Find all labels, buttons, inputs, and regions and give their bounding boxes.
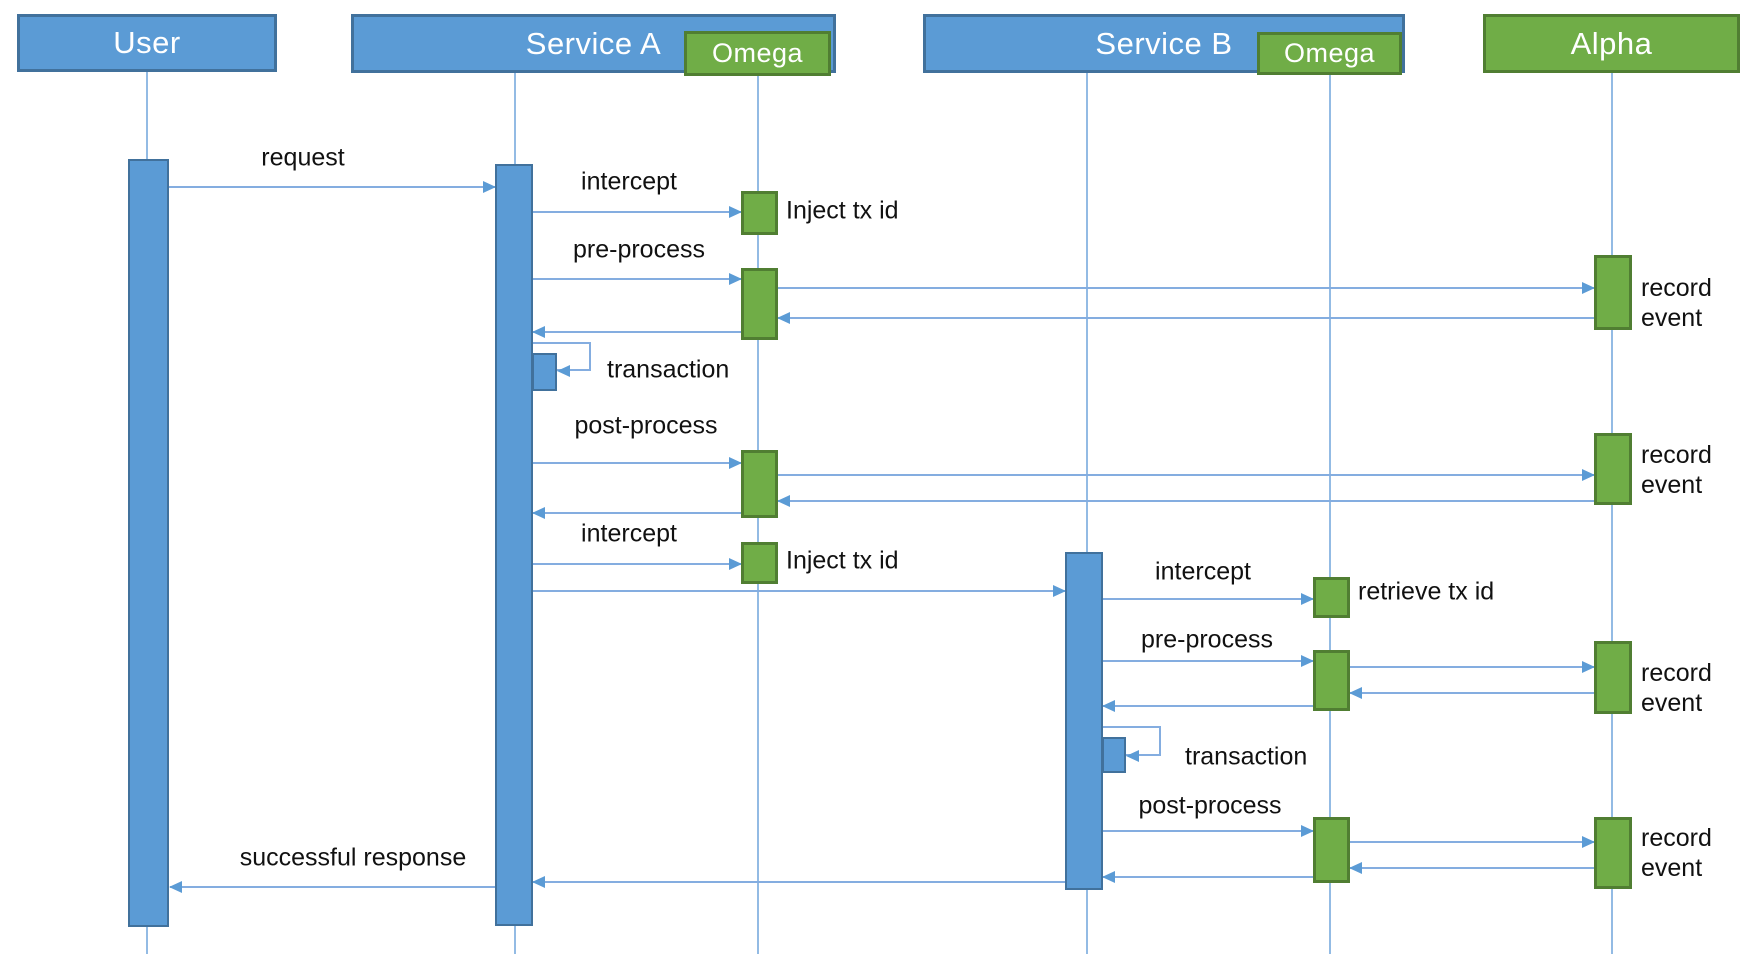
label-intercept-b: intercept	[1155, 557, 1251, 586]
label-inject-tx-id-2: Inject tx id	[786, 546, 899, 575]
activation-omega-b-pre	[1313, 650, 1350, 711]
actor-label-service-a: Service A	[525, 25, 662, 61]
arrow-request	[169, 181, 496, 193]
label-record-event-3: record event	[1641, 659, 1712, 717]
arrow-pre-process-a	[533, 273, 742, 285]
arrow-record-event-3	[1350, 661, 1595, 673]
label-record-event-4: record event	[1641, 824, 1712, 882]
label-record-event-2: record event	[1641, 441, 1712, 499]
label-transaction-b: transaction	[1185, 742, 1308, 771]
actor-label-alpha: Alpha	[1570, 25, 1653, 61]
arrow-record-return-4	[1349, 862, 1594, 874]
label-inject-tx-id-1: Inject tx id	[786, 196, 899, 225]
actor-label-omega-a: Omega	[711, 38, 804, 68]
arrow-record-event-4	[1350, 836, 1595, 848]
arrow-service-b-return	[532, 876, 1065, 888]
actor-box-user: User	[17, 14, 277, 72]
self-loop-a-arrowhead	[557, 365, 570, 377]
activation-alpha-1	[1594, 255, 1632, 330]
label-pre-process-a: pre-process	[573, 235, 705, 264]
lifeline-omega-b	[1329, 75, 1331, 954]
label-successful-response: successful response	[239, 843, 467, 872]
activation-service-a	[495, 164, 533, 926]
label-transaction-a: transaction	[607, 355, 730, 384]
activation-omega-a-intercept-2	[741, 542, 778, 584]
arrow-post-process-a	[533, 457, 742, 469]
activation-omega-b-post	[1313, 817, 1350, 883]
arrow-record-event-2	[778, 469, 1595, 481]
label-record-event-1: record event	[1641, 274, 1712, 332]
label-request: request	[261, 143, 345, 172]
arrow-pre-return-b	[1102, 700, 1313, 712]
arrow-record-event-1	[778, 282, 1595, 294]
activation-alpha-4	[1594, 817, 1632, 889]
label-intercept-a: intercept	[581, 167, 677, 196]
activation-omega-a-pre	[741, 268, 778, 340]
arrow-record-return-1	[777, 312, 1594, 324]
lifeline-service-b	[1086, 72, 1088, 954]
label-retrieve-tx-id: retrieve tx id	[1358, 577, 1495, 606]
lifeline-alpha	[1611, 72, 1613, 954]
label-pre-process-b: pre-process	[1141, 625, 1273, 654]
arrow-intercept-b	[1103, 593, 1314, 605]
activation-user	[128, 159, 169, 927]
arrow-record-return-2	[777, 495, 1594, 507]
actor-box-omega-a: Omega	[684, 31, 831, 76]
arrow-successful-response	[169, 881, 495, 893]
label-post-process-a: post-process	[574, 411, 718, 440]
activation-service-b-self	[1102, 737, 1126, 773]
activation-service-a-self	[532, 353, 557, 391]
label-intercept-a2: intercept	[581, 519, 677, 548]
actor-label-user: User	[113, 25, 181, 60]
arrow-record-return-3	[1349, 687, 1594, 699]
activation-omega-a-post	[741, 450, 778, 518]
arrow-post-process-b	[1103, 825, 1314, 837]
self-loop-b-arrowhead	[1126, 750, 1139, 762]
label-post-process-b: post-process	[1138, 791, 1282, 820]
arrow-pre-process-b	[1103, 655, 1314, 667]
activation-omega-a-intercept-1	[741, 191, 778, 235]
actor-label-omega-b: Omega	[1283, 38, 1376, 68]
arrow-pre-return-a	[532, 326, 741, 338]
arrow-post-return-a	[532, 507, 741, 519]
arrow-intercept-a	[533, 206, 742, 218]
activation-alpha-3	[1594, 641, 1632, 714]
activation-alpha-2	[1594, 433, 1632, 505]
activation-service-b	[1065, 552, 1103, 890]
arrow-intercept-a2	[533, 558, 742, 570]
actor-box-alpha: Alpha	[1483, 14, 1740, 73]
arrow-post-return-b	[1102, 871, 1313, 883]
arrow-service-a-to-b	[533, 585, 1066, 597]
activation-omega-b-intercept	[1313, 577, 1350, 618]
actor-label-service-b: Service B	[1095, 25, 1233, 61]
actor-box-omega-b: Omega	[1257, 32, 1402, 75]
